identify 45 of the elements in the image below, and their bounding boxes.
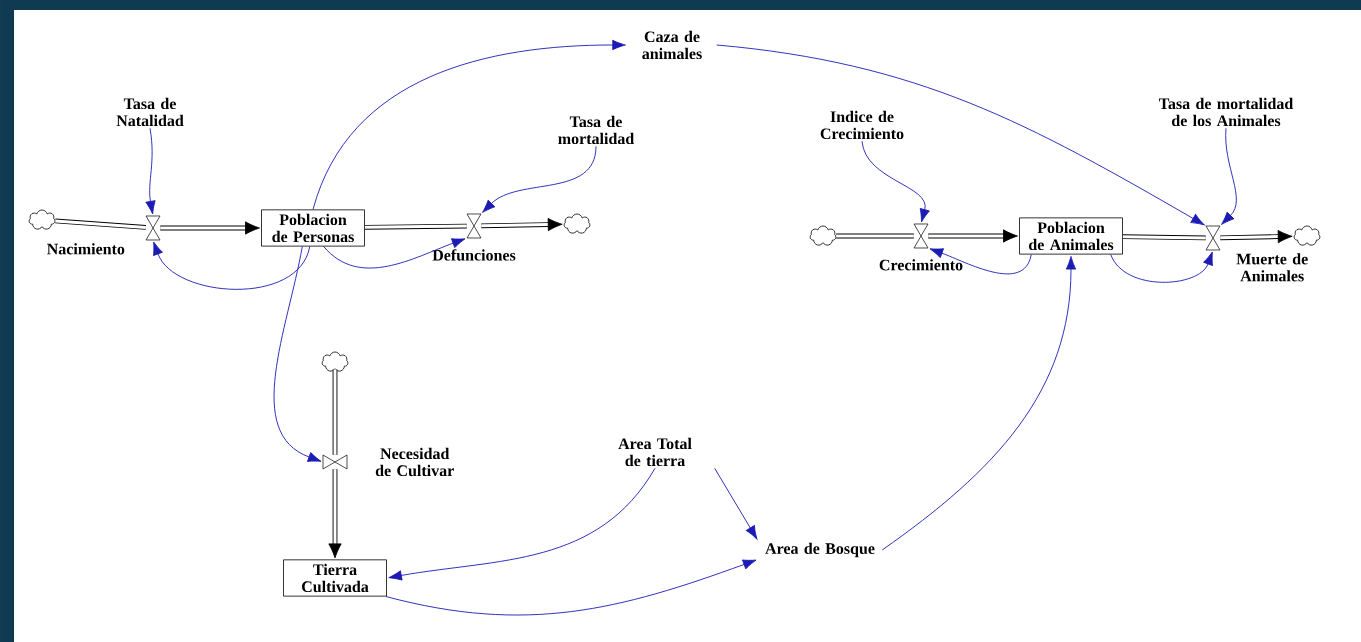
- arrow: [881, 255, 1077, 551]
- flow-pipe: [1122, 234, 1206, 241]
- arrow: [716, 44, 1205, 226]
- stock-box: Poblacion de Personas: [261, 209, 365, 247]
- flow-label: Crecimiento: [879, 259, 963, 271]
- flow-pipe: [481, 217, 563, 232]
- arrow: [1110, 251, 1213, 283]
- arrow: [145, 127, 156, 215]
- arrow: [714, 467, 758, 540]
- flow-pipe: [55, 218, 146, 230]
- arrow: [273, 246, 322, 462]
- flow-label: Necesidad de Cultivar: [375, 447, 454, 477]
- stock-box: Tierra Cultivada: [283, 559, 387, 597]
- variable-label: Caza de animales: [642, 30, 702, 60]
- variable-label: Tasa de mortalidad de los Animales: [1159, 97, 1294, 127]
- flow-pipe: [364, 223, 467, 230]
- stock-box: Poblacion de Animales: [1019, 217, 1123, 255]
- cloud-symbol: [1293, 225, 1321, 246]
- cloud-symbol: [321, 351, 349, 372]
- arrow: [312, 39, 626, 210]
- flow-pipe: [836, 233, 914, 239]
- variable-label: Area Total de tierra: [618, 437, 692, 467]
- arrow: [388, 467, 656, 581]
- variable-label: Tasa de mortalidad: [558, 115, 635, 145]
- flow-pipe: [928, 229, 1018, 243]
- flow-pipe: [1220, 230, 1293, 244]
- variable-label: Tasa de Natalidad: [116, 97, 184, 127]
- variable-label: Indice de Crecimiento: [820, 110, 904, 140]
- cloud-symbol: [809, 225, 837, 246]
- flow-pipe: [332, 369, 338, 455]
- arrow: [861, 140, 930, 223]
- arrow: [153, 241, 311, 290]
- arrow: [1221, 127, 1237, 225]
- arrow: [323, 238, 466, 269]
- cloud-symbol: [28, 209, 56, 230]
- flow-label: Defunciones: [432, 249, 516, 261]
- flow-label: Muerte de Animales: [1236, 253, 1308, 282]
- variable-label: Area de Bosque: [765, 542, 875, 558]
- flow-pipe: [160, 221, 260, 235]
- arrow: [385, 559, 757, 616]
- arrow: [482, 145, 597, 213]
- arrow: [929, 248, 1032, 275]
- cloud-symbol: [563, 213, 591, 234]
- flow-label: Nacimiento: [47, 243, 125, 255]
- flow-pipe: [328, 469, 342, 559]
